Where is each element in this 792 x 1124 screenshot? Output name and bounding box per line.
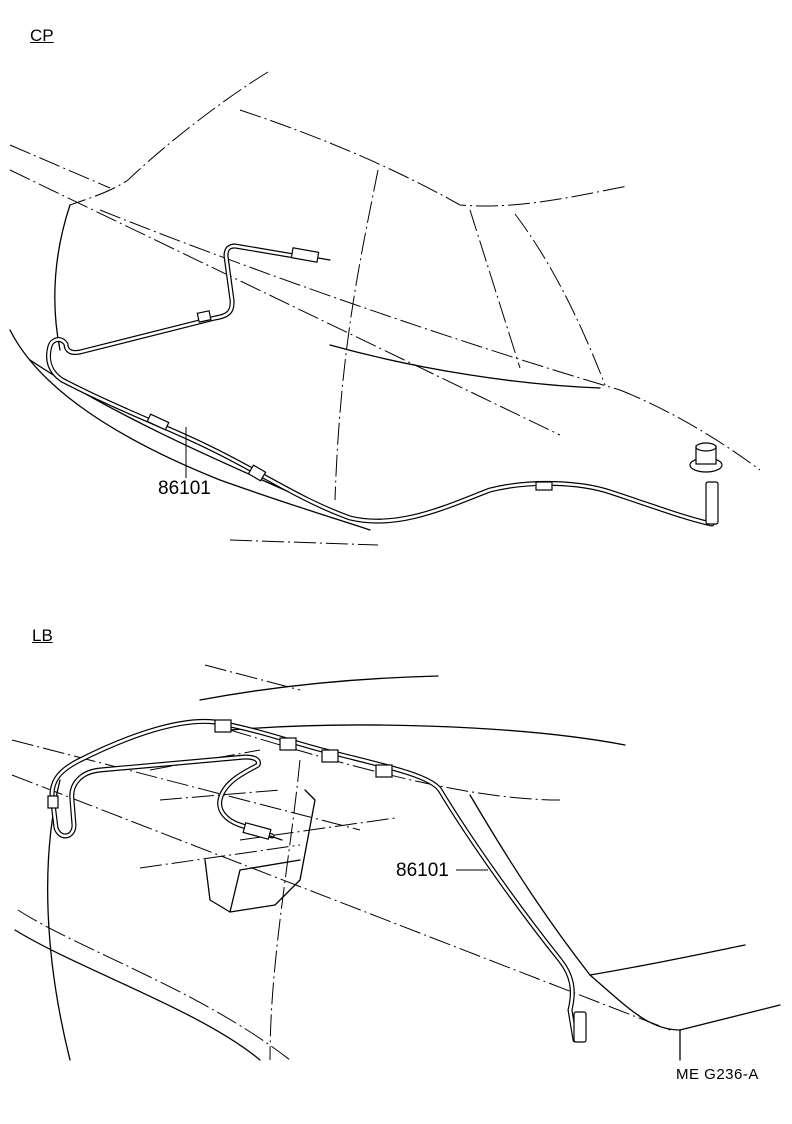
part-number-callout-lb: 86101 [396, 860, 449, 881]
cp-antenna-cord [46, 243, 723, 527]
lb-antenna-cord [47, 718, 587, 1043]
section-label-lb: LB [32, 626, 53, 645]
section-label-cp: CP [30, 26, 54, 45]
part-number-callout-cp: 86101 [158, 478, 211, 499]
drawing-code: ME G236-A [676, 1066, 759, 1083]
cp-car-body [9, 71, 761, 546]
